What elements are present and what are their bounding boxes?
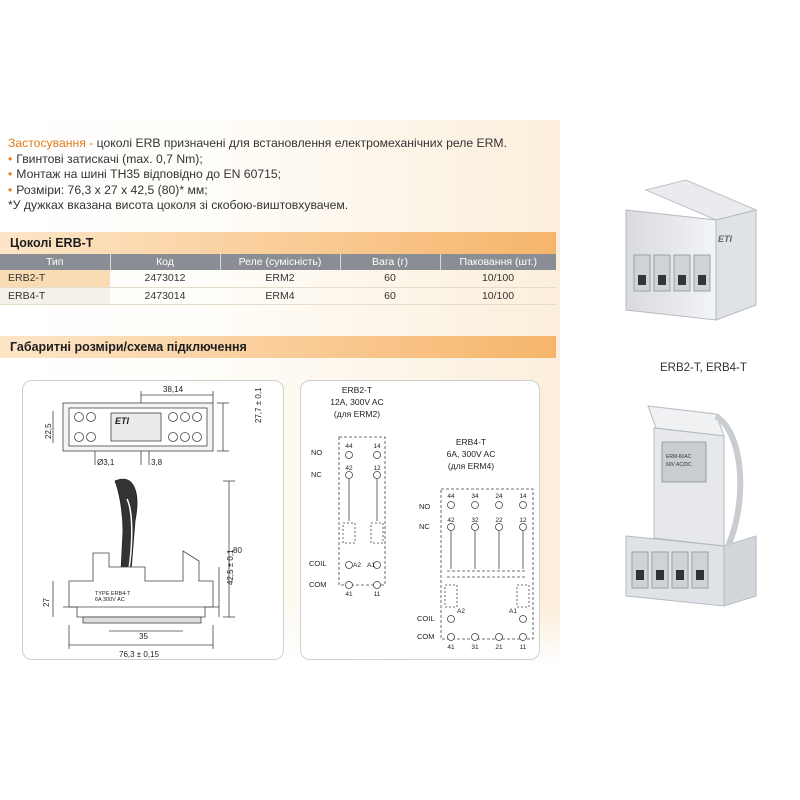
erb4-pin: 31: [471, 644, 479, 651]
dim-w-mid: 35: [139, 632, 148, 641]
ejector-lever: [114, 478, 138, 572]
erb2-rating: 12A, 300V AC: [330, 397, 383, 407]
erb2-coil-label: COIL: [309, 559, 327, 568]
erb4-pin: A1: [509, 608, 517, 615]
erb4-title: ERB4-T: [456, 437, 486, 447]
cell-code: 2473012: [110, 270, 220, 288]
dim-w-total: 76,3 ± 0,15: [119, 650, 160, 659]
product-brand: ETI: [718, 234, 733, 244]
usage-text: цоколі ERB призначені для встановлення е…: [96, 136, 507, 150]
erb2-title: ERB2-T: [342, 385, 372, 395]
erb2-com-label: COM: [309, 580, 327, 589]
bullet-icon: •: [8, 151, 13, 166]
dimension-svg: 38,14 22,5 27,7 ± 0,1 Ø3,1 3,8 ETI: [42, 385, 263, 659]
products-table: Тип Код Реле (сумісність) Вага (г) Паков…: [0, 254, 556, 305]
dim-h-total: 80: [233, 546, 242, 555]
usage-bullet: •Розміри: 76,3 x 27 x 42,5 (80)* мм;: [8, 183, 538, 199]
erb4-no-label: NO: [419, 502, 430, 511]
relay-label-2: 60V AC/DC: [666, 462, 692, 468]
relay-label-1: ERM-60AC: [666, 454, 692, 460]
wiring-schematic: ERB2-T 12A, 300V AC (для ERM2) ERB4-T 6A…: [300, 380, 540, 660]
erb2-pin: A1: [367, 562, 375, 569]
col-header: Паковання (шт.): [440, 254, 556, 270]
usage-bullet: •Монтаж на шині ТН35 відповідно до EN 60…: [8, 167, 538, 183]
erb2-pin: 41: [345, 591, 353, 598]
erb2-pin: A2: [353, 562, 361, 569]
erb4-pin: 41: [447, 644, 455, 651]
erb4-pin: 11: [520, 644, 527, 651]
product-photo-erb2: ETI: [606, 170, 776, 345]
usage-note: *У дужках вказана висота цоколя зі скобо…: [8, 198, 349, 213]
erb4-pin: 44: [447, 493, 455, 500]
erb4-pin: 14: [519, 493, 527, 500]
cell-type: ERB2-T: [0, 270, 110, 288]
dim-hole: Ø3,1: [97, 458, 115, 467]
bullet-icon: •: [8, 182, 13, 197]
erb2-pin: 12: [373, 465, 381, 472]
cell-relay: ERM4: [220, 287, 340, 305]
side-view-base: [68, 550, 214, 618]
erb4-com-label: COM: [417, 632, 435, 641]
usage-intro: Застосування - цоколі ERB призначені для…: [8, 136, 538, 152]
col-header: Код: [110, 254, 221, 270]
dim-h-base: 27: [42, 598, 51, 607]
erb4-pin: 21: [495, 644, 503, 651]
table-header-row: Тип Код Реле (сумісність) Вага (г) Паков…: [0, 254, 556, 270]
side-type-2: 6A 300V AC: [95, 597, 125, 603]
product-caption: ERB2-T, ERB4-T: [660, 362, 747, 374]
cell-pack: 10/100: [440, 270, 556, 288]
col-header: Реле (сумісність): [220, 254, 341, 270]
dim-w-top: 38,14: [163, 385, 184, 394]
cell-relay: ERM2: [220, 270, 340, 288]
col-header: Тип: [0, 254, 111, 270]
table-row: ERB4-T 2473014 ERM4 60 10/100: [0, 287, 556, 305]
usage-block: Застосування - цоколі ERB призначені для…: [8, 136, 538, 214]
cell-weight: 60: [340, 270, 440, 288]
dimension-drawing: 38,14 22,5 27,7 ± 0,1 Ø3,1 3,8 ETI: [22, 380, 284, 660]
usage-bullet-text: Розміри: 76,3 x 27 x 42,5 (80)* мм;: [16, 182, 208, 197]
erb2-compat: (для ERM2): [334, 409, 380, 419]
erb4-frame: [440, 488, 534, 640]
dim-gap: 3,8: [151, 458, 163, 467]
product-photo-erb4: ERM-60AC 60V AC/DC: [606, 396, 776, 621]
table-title: Цоколі ERB-T: [0, 232, 556, 254]
erb2-pin: 11: [374, 591, 381, 598]
erb4-pin: A2: [457, 608, 465, 615]
bullet-icon: •: [8, 167, 13, 182]
usage-lead: Застосування -: [8, 136, 97, 150]
cell-code: 2473014: [110, 287, 220, 305]
erb4-nc-label: NC: [419, 522, 430, 531]
erb4-pin: 22: [495, 517, 503, 524]
erb2-pin: 42: [345, 465, 353, 472]
erb4-rating: 6A, 300V AC: [447, 449, 496, 459]
side-type-1: TYPE ERB4-T: [95, 591, 131, 597]
erb2-no-label: NO: [311, 448, 322, 457]
cell-weight: 60: [340, 287, 440, 305]
erb4-pin: 24: [495, 493, 503, 500]
erb4-pin: 12: [519, 517, 527, 524]
erb2-pin: 44: [345, 443, 353, 450]
erb4-compat: (для ERM4): [448, 461, 494, 471]
col-header: Вага (г): [340, 254, 441, 270]
usage-bullet-text: Монтаж на шині ТН35 відповідно до EN 607…: [16, 167, 282, 182]
erb4-coil-label: COIL: [417, 614, 435, 623]
dim-h-right: 27,7 ± 0,1: [254, 387, 263, 423]
cell-pack: 10/100: [440, 287, 556, 305]
erb2-frame: [338, 436, 386, 586]
cell-type: ERB4-T: [0, 287, 110, 305]
dim-h-body: 42,5 ± 0,1: [226, 549, 235, 585]
dimensions-title: Габаритні розміри/схема підключення: [0, 336, 556, 358]
erb4-pin: 34: [471, 493, 479, 500]
schematic-svg: ERB2-T 12A, 300V AC (для ERM2) ERB4-T 6A…: [309, 385, 534, 651]
erb4-pin: 42: [447, 517, 455, 524]
usage-bullet: •Гвинтові затискачі (max. 0,7 Nm);: [8, 152, 538, 168]
erb4-pin: 32: [471, 517, 479, 524]
top-view-logo: ETI: [115, 416, 130, 426]
usage-bullet-text: Гвинтові затискачі (max. 0,7 Nm);: [16, 151, 203, 166]
erb2-pin: 14: [373, 443, 381, 450]
table-row: ERB2-T 2473012 ERM2 60 10/100: [0, 270, 556, 288]
erb2-nc-label: NC: [311, 470, 322, 479]
dim-h-left: 22,5: [44, 423, 53, 439]
